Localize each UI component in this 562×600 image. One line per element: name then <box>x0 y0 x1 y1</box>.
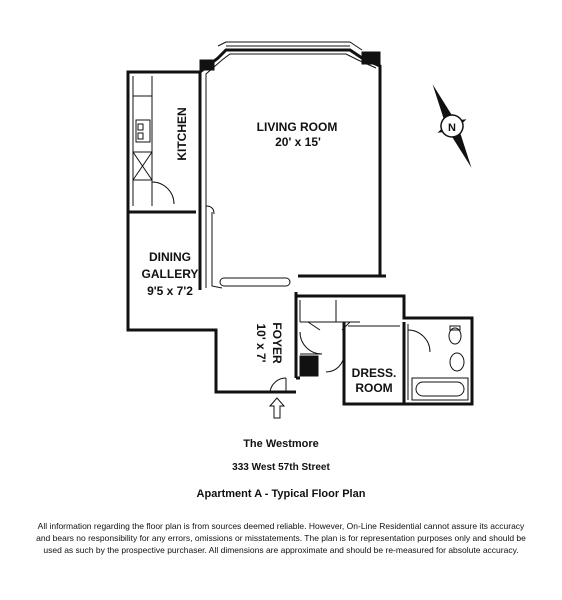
dressing-room-name-line2: ROOM <box>355 381 392 395</box>
foyer-size: 10' x 7' <box>254 323 268 362</box>
dining-gallery-size: 9'5 x 7'2 <box>147 284 193 298</box>
foyer-name: FOYER <box>270 322 284 364</box>
foyer-walls <box>269 292 390 393</box>
bathroom-walls <box>390 294 474 406</box>
dressing-room-walls <box>325 322 406 406</box>
building-name: The Westmore <box>243 438 319 450</box>
living-room-size: 20' x 15' <box>275 135 321 149</box>
compass-north-label: N <box>448 122 456 134</box>
dining-gallery-name-line2: GALLERY <box>142 267 199 281</box>
floor-plan: N LIVING ROOM 20' x 15' KITCHEN DINING G… <box>126 41 474 419</box>
building-address: 333 West 57th Street <box>232 462 330 473</box>
disclaimer: All information regarding the floor plan… <box>36 521 526 555</box>
kitchen-name: KITCHEN <box>175 107 189 160</box>
compass-icon <box>432 84 472 168</box>
living-room-walls <box>198 41 386 290</box>
living-room-name: LIVING ROOM <box>257 120 338 134</box>
plan-title: Apartment A - Typical Floor Plan <box>196 488 366 500</box>
dining-gallery-name-line1: DINING <box>149 250 191 264</box>
kitchen-walls <box>126 70 200 214</box>
entry-arrow-icon <box>268 397 286 419</box>
dining-gallery-walls <box>126 205 296 394</box>
dressing-room-name-line1: DRESS. <box>352 366 397 380</box>
